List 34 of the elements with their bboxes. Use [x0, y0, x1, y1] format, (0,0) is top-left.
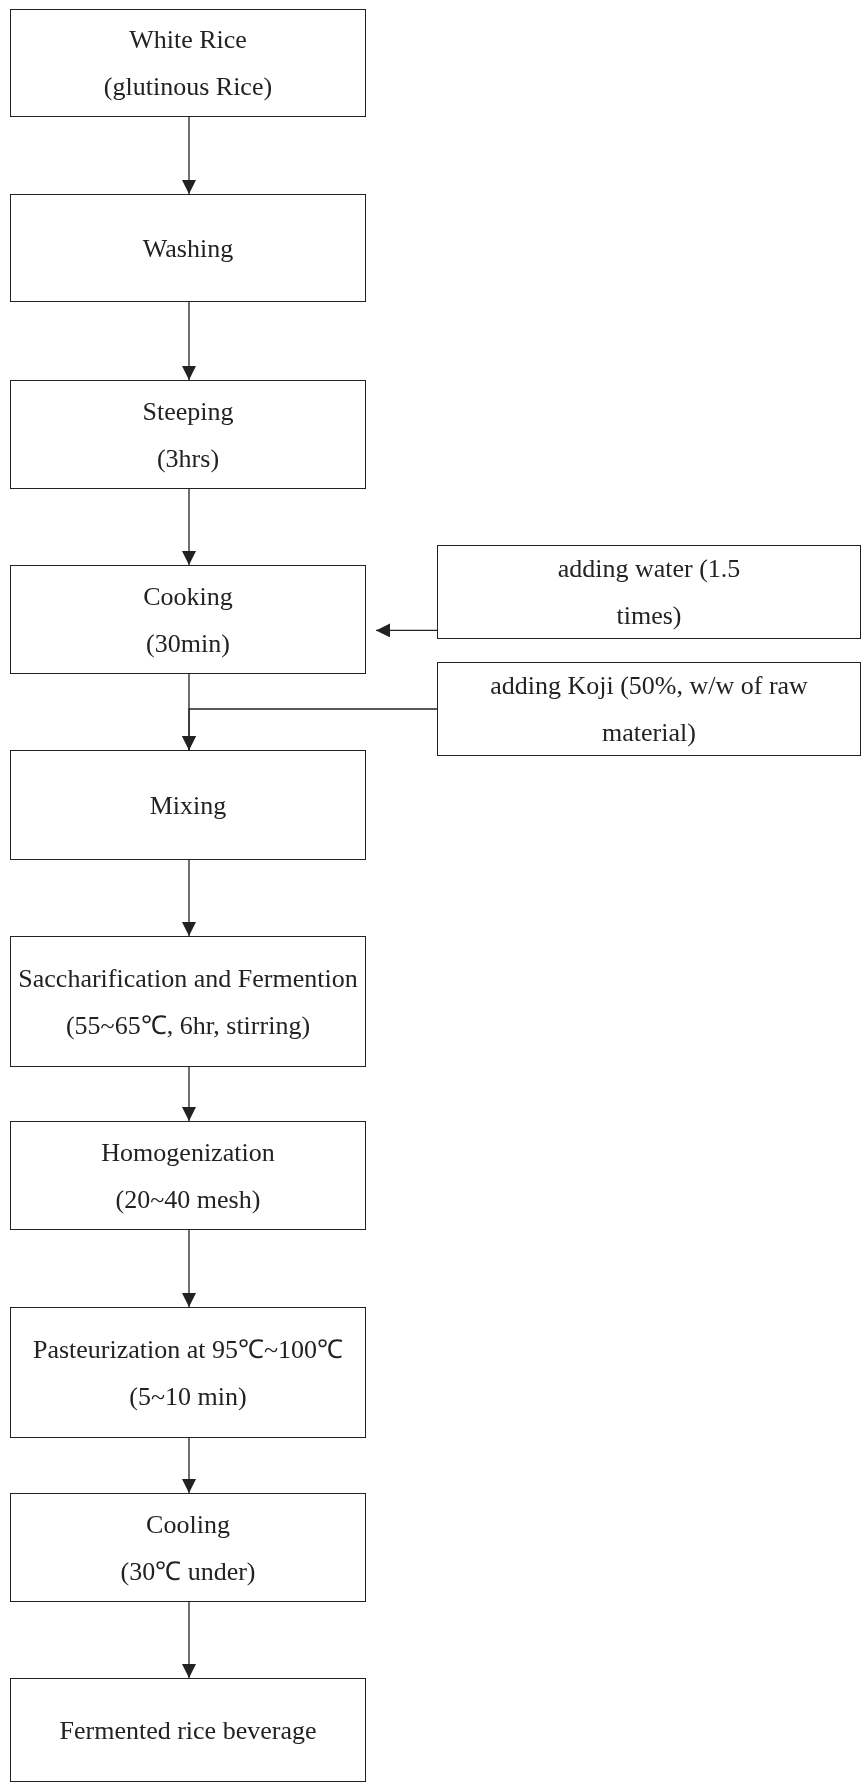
- process-box: [437, 662, 861, 756]
- arrow: [182, 859, 196, 937]
- arrow: [182, 1601, 196, 1679]
- arrow: [182, 116, 196, 195]
- process-box: [10, 1121, 366, 1230]
- process-box: [10, 936, 366, 1067]
- arrow: [182, 1229, 196, 1308]
- step-label: Mixing: [149, 789, 227, 822]
- step-label: Cooling (30℃ under): [119, 1508, 257, 1588]
- arrow: [182, 301, 196, 381]
- step-label: Steeping (3hrs): [141, 395, 235, 475]
- step-label: adding water (1.5 times): [556, 553, 742, 632]
- process-box: [10, 1678, 366, 1782]
- process-box: [10, 565, 366, 674]
- step-label: Washing: [142, 232, 234, 265]
- process-box: [10, 9, 366, 117]
- step-label: Pasteurization at 95℃~100℃ (5~10 min): [31, 1333, 345, 1413]
- process-box: [10, 1493, 366, 1602]
- process-box: [10, 380, 366, 489]
- arrow: [375, 623, 438, 638]
- arrow: [182, 1437, 196, 1494]
- process-box: [10, 1307, 366, 1438]
- process-box: [10, 194, 366, 302]
- process-box: [437, 545, 861, 639]
- arrow: [182, 708, 438, 751]
- step-label: White Rice (glutinous Rice): [102, 24, 274, 103]
- process-box: [10, 750, 366, 860]
- arrow: [182, 488, 196, 566]
- step-label: adding Koji (50%, w/w of raw material): [489, 670, 809, 749]
- step-label: Homogenization (20~40 mesh): [100, 1136, 276, 1216]
- step-label: Cooking (30min): [142, 580, 234, 660]
- step-label: Saccharification and Fermention (55~65℃, 6hr, stirring): [17, 962, 359, 1042]
- arrow: [182, 1066, 196, 1122]
- step-label: Fermented rice beverage: [59, 1714, 317, 1747]
